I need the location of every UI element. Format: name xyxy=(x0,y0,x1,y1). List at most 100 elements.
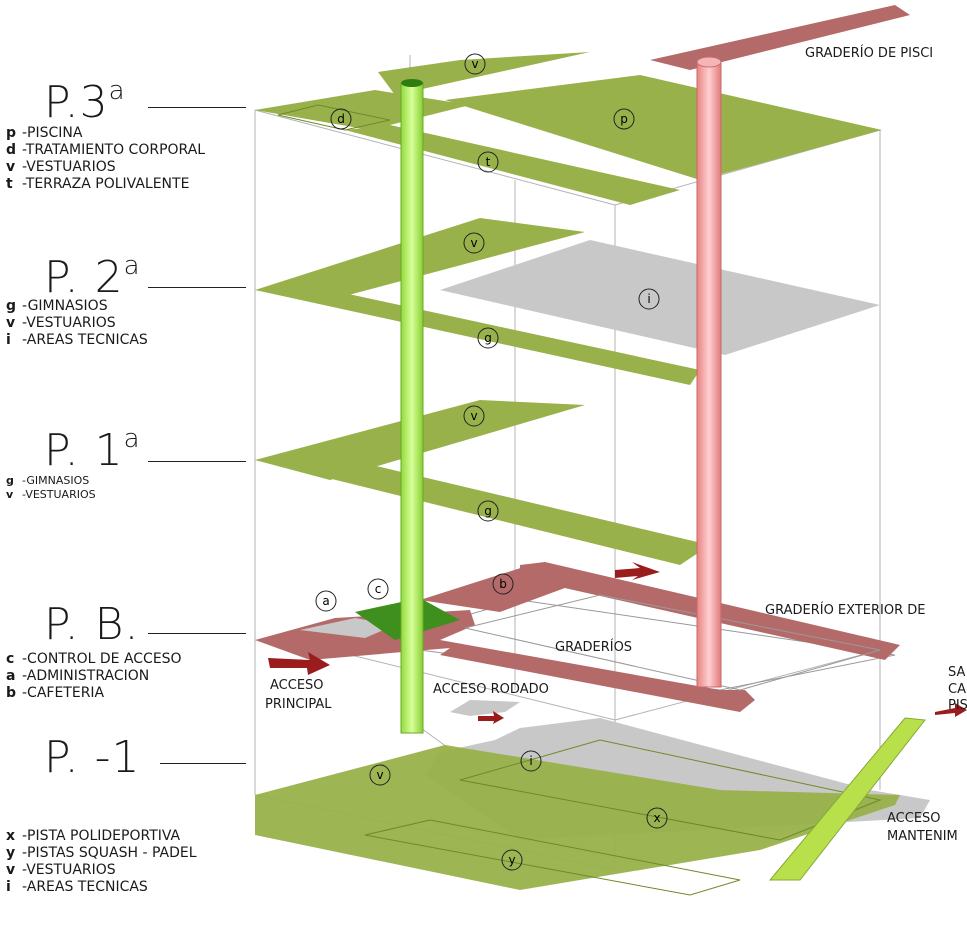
zone-marker-letter: v xyxy=(470,236,477,250)
slab-p1-gimnasios xyxy=(255,455,710,565)
zone-marker-p2-i: i xyxy=(638,288,660,310)
legend-item: g-GIMNASIOS xyxy=(6,474,90,487)
ramp-step xyxy=(450,700,520,716)
slab-p3-corporal xyxy=(255,90,470,130)
floor-title-pb: P. B. xyxy=(44,599,140,650)
arrow-acceso-rodado xyxy=(478,711,504,724)
legend-item: v-VESTUARIOS xyxy=(6,862,116,878)
green-column xyxy=(400,82,424,734)
zone-marker-letter: y xyxy=(508,853,515,867)
zone-marker-p3-p: p xyxy=(613,108,635,130)
floor-title-pm1: P. -1 xyxy=(44,732,141,783)
legend-item: p-PISCINA xyxy=(6,125,83,141)
slab-p3-pool xyxy=(445,75,882,180)
floor-slabs-pb xyxy=(255,562,900,712)
legend-item: t-TERRAZA POLIVALENTE xyxy=(6,176,190,192)
label-sala-3: PIS xyxy=(948,698,967,713)
slab-p2-technical xyxy=(440,240,880,355)
label-acceso-rodado: ACCESO RODADO xyxy=(433,682,549,697)
legend-item: i-AREAS TECNICAS xyxy=(6,879,148,895)
zone-marker-p1-g: g xyxy=(477,500,499,522)
zone-marker-pm1-y: y xyxy=(501,849,523,871)
floor-rule-pb xyxy=(148,633,246,634)
zone-marker-letter: v xyxy=(471,57,478,71)
zone-marker-pm1-i: i xyxy=(520,750,542,772)
slab-court-outline xyxy=(459,739,882,841)
label-sala-2: CA xyxy=(948,682,966,697)
zone-marker-p1-v: v xyxy=(463,405,485,427)
zone-marker-letter: p xyxy=(620,112,628,126)
legend-item: d-TRATAMIENTO CORPORAL xyxy=(6,142,206,158)
zone-marker-letter: x xyxy=(653,811,660,825)
legend-item: v-VESTUARIOS xyxy=(6,159,116,175)
zone-marker-p2-g: g xyxy=(477,327,499,349)
slab-squash-outline xyxy=(364,819,741,896)
arrow-sala xyxy=(935,703,967,717)
zone-marker-letter: i xyxy=(529,754,532,768)
label-acceso-mant-1: ACCESO xyxy=(887,811,941,826)
legend-pb: c-CONTROL DE ACCESO a-ADMINISTRACION b-C… xyxy=(6,651,182,702)
zone-markers: v d p t v i g v g a c b i v x y xyxy=(315,53,668,871)
floor-rule-p3 xyxy=(148,107,246,108)
label-acceso-principal-1: ACCESO xyxy=(270,678,324,693)
zone-marker-pb-c: c xyxy=(367,578,389,600)
arrow-acceso-principal xyxy=(268,652,330,675)
zone-marker-pm1-v: v xyxy=(369,764,391,786)
label-acceso-principal-2: PRINCIPAL xyxy=(265,697,332,712)
legend-pm1: x-PISTA POLIDEPORTIVA y-PISTAS SQUASH - … xyxy=(6,828,197,896)
graderios-stands xyxy=(464,594,881,691)
zone-marker-p3-t: t xyxy=(477,151,499,173)
zone-marker-pb-b: b xyxy=(492,573,514,595)
label-graderios: GRADERÍOS xyxy=(555,639,632,655)
label-graderio-piscina: GRADERÍO DE PISCI xyxy=(805,45,933,61)
zone-marker-p2-v: v xyxy=(463,232,485,254)
floor-slabs-p3 xyxy=(255,5,910,205)
zone-marker-letter: b xyxy=(499,577,507,591)
label-graderio-exterior: GRADERÍO EXTERIOR DE xyxy=(765,602,925,618)
zone-marker-letter: c xyxy=(375,582,382,596)
zone-marker-letter: i xyxy=(647,292,650,306)
slab-p3-terraza xyxy=(345,125,680,205)
arrow-graderio-exterior xyxy=(615,562,660,580)
zone-marker-p3-v: v xyxy=(464,53,486,75)
floor-title-p2: P. 2a xyxy=(44,251,141,303)
legend-p2: g-GIMNASIOS v-VESTUARIOS i-AREAS TECNICA… xyxy=(6,298,148,349)
zone-marker-letter: v xyxy=(470,409,477,423)
zone-marker-letter: g xyxy=(484,331,492,345)
floor-title-p3: P.3a xyxy=(44,76,126,128)
zone-marker-p3-d: d xyxy=(330,108,352,130)
legend-p1: g-GIMNASIOS v-VESTUARIOS xyxy=(6,474,96,502)
slab-pb-main xyxy=(255,610,755,712)
floor-rule-p2 xyxy=(148,287,246,288)
corporal-outline xyxy=(277,104,391,131)
legend-item: v-VESTUARIOS xyxy=(6,315,116,331)
maintenance-ramp xyxy=(768,717,926,881)
zone-marker-pm1-x: x xyxy=(646,807,668,829)
floor-slabs-p2 xyxy=(255,218,880,385)
pink-column-cap xyxy=(696,56,722,68)
floor-rule-pm1 xyxy=(160,763,246,764)
legend-item: c-CONTROL DE ACCESO xyxy=(6,651,182,667)
legend-item: i-AREAS TECNICAS xyxy=(6,332,148,348)
zone-marker-letter: d xyxy=(337,112,345,126)
pink-column xyxy=(696,61,722,688)
floor-slabs-p1 xyxy=(255,400,710,565)
slab-p3-vestuarios xyxy=(378,52,590,95)
label-sala-1: SA xyxy=(948,665,965,680)
zone-marker-letter: t xyxy=(486,155,491,169)
zone-marker-letter: a xyxy=(322,594,329,608)
zone-marker-letter: v xyxy=(376,768,383,782)
floor-title-p1: P. 1a xyxy=(44,424,141,476)
slab-pm1 xyxy=(255,745,900,890)
legend-item: b-CAFETERIA xyxy=(6,685,105,701)
floor-slabs-pm1 xyxy=(255,700,930,896)
legend-p3: p-PISCINA d-TRATAMIENTO CORPORAL v-VESTU… xyxy=(6,125,205,193)
legend-item: v-VESTUARIOS xyxy=(6,488,96,501)
zone-marker-pb-a: a xyxy=(315,590,337,612)
legend-item: g-GIMNASIOS xyxy=(6,298,108,314)
legend-item: x-PISTA POLIDEPORTIVA xyxy=(6,828,181,844)
legend-item: y-PISTAS SQUASH - PADEL xyxy=(6,845,197,861)
slab-graderio-piscina xyxy=(650,5,910,70)
